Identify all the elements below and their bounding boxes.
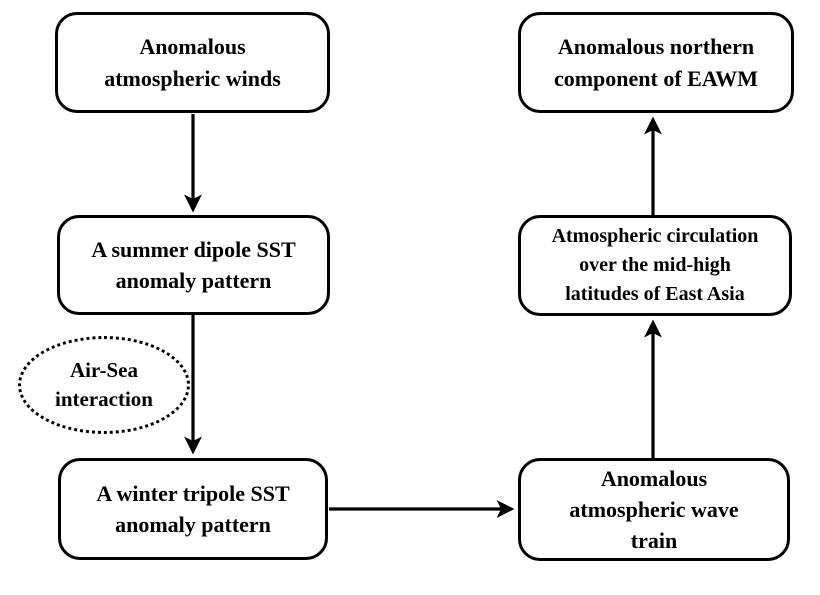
- node-air-sea-interaction: Air-Sea interaction: [18, 336, 190, 434]
- node-anomalous-wave-train-label: Anomalous atmospheric wave train: [569, 463, 738, 557]
- node-summer-dipole-sst-label: A summer dipole SST anomaly pattern: [91, 234, 295, 296]
- node-label-line: Air-Sea: [69, 357, 139, 382]
- node-winter-tripole-sst: A winter tripole SST anomaly pattern: [58, 458, 328, 560]
- node-label-line: latitudes of East Asia: [565, 283, 745, 305]
- node-air-sea-interaction-label: Air-Sea interaction: [55, 356, 153, 415]
- node-label-line: Anomalous: [600, 465, 708, 491]
- node-label-line: over the mid-high: [579, 254, 731, 276]
- node-label-line: anomaly pattern: [115, 268, 272, 293]
- node-label-line: Anomalous northern: [557, 34, 755, 60]
- node-label-line: A summer dipole SST: [91, 236, 296, 262]
- node-label-line: anomaly pattern: [115, 512, 271, 537]
- node-eawm-northern-component-label: Anomalous northern component of EAWM: [554, 31, 758, 93]
- node-label-line: Anomalous: [139, 34, 246, 60]
- node-label-line: atmospheric wave: [569, 496, 739, 522]
- node-anomalous-winds: Anomalous atmospheric winds: [55, 12, 330, 113]
- node-anomalous-winds-label: Anomalous atmospheric winds: [104, 31, 281, 93]
- node-eawm-northern-component: Anomalous northern component of EAWM: [518, 12, 794, 113]
- node-winter-tripole-sst-label: A winter tripole SST anomaly pattern: [96, 478, 289, 540]
- node-label-line: Atmospheric circulation: [551, 225, 759, 247]
- node-atmospheric-circulation: Atmospheric circulation over the mid-hig…: [518, 215, 792, 316]
- node-anomalous-wave-train: Anomalous atmospheric wave train: [518, 458, 790, 561]
- node-label-line: component of EAWM: [553, 65, 759, 91]
- node-label-line: A winter tripole SST: [96, 480, 290, 506]
- node-label-line: atmospheric winds: [104, 65, 281, 91]
- node-label-line: interaction: [55, 387, 153, 411]
- node-label-line: train: [630, 528, 678, 554]
- node-atmospheric-circulation-label: Atmospheric circulation over the mid-hig…: [552, 222, 759, 309]
- node-summer-dipole-sst: A summer dipole SST anomaly pattern: [57, 215, 330, 315]
